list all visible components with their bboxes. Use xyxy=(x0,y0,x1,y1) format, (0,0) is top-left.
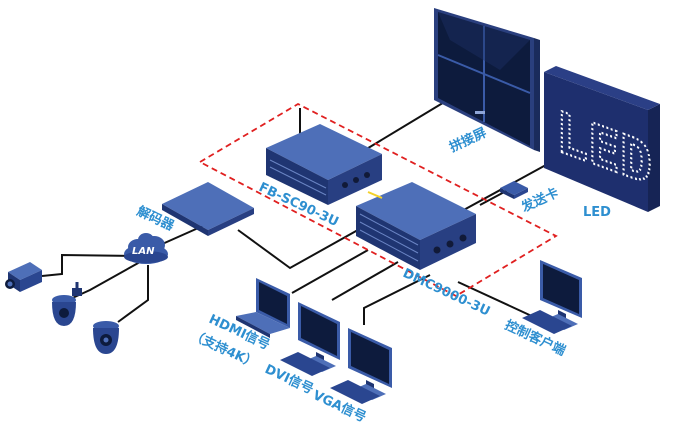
monitor-icon-vga xyxy=(330,328,392,404)
camera-icon xyxy=(5,262,42,292)
dome-camera-icon xyxy=(52,282,82,326)
led-panel: LED xyxy=(544,66,660,212)
video-wall xyxy=(434,8,540,152)
ptz-camera-icon xyxy=(93,321,119,354)
wire-dmc-dvi xyxy=(331,261,399,301)
dashed-group-box xyxy=(198,102,558,298)
label-lan: LAN xyxy=(132,246,155,257)
monitor-icon-dvi xyxy=(280,302,340,376)
cloud-icon xyxy=(124,233,168,264)
label-dmc9000: DMC9000-3U xyxy=(400,266,492,320)
label-splice-screen: 拼接屏 xyxy=(447,125,489,156)
wire-lan-camera1 xyxy=(41,253,136,277)
decoder-device xyxy=(162,182,254,236)
wire-decoder-dmc xyxy=(237,225,366,270)
connection-wires xyxy=(41,94,556,325)
sending-card xyxy=(500,181,528,199)
wire-lan-camera2 xyxy=(67,261,141,301)
monitor-icon-client xyxy=(522,260,582,334)
wire-lan-camera3 xyxy=(117,265,149,323)
wire-dmc-laptop xyxy=(291,249,369,294)
dmc9000-device xyxy=(356,182,476,270)
wire-dmc-vga xyxy=(363,274,431,325)
fb-sc90-device xyxy=(266,124,382,205)
label-led: LED xyxy=(583,205,611,220)
laptop-icon xyxy=(236,278,290,338)
